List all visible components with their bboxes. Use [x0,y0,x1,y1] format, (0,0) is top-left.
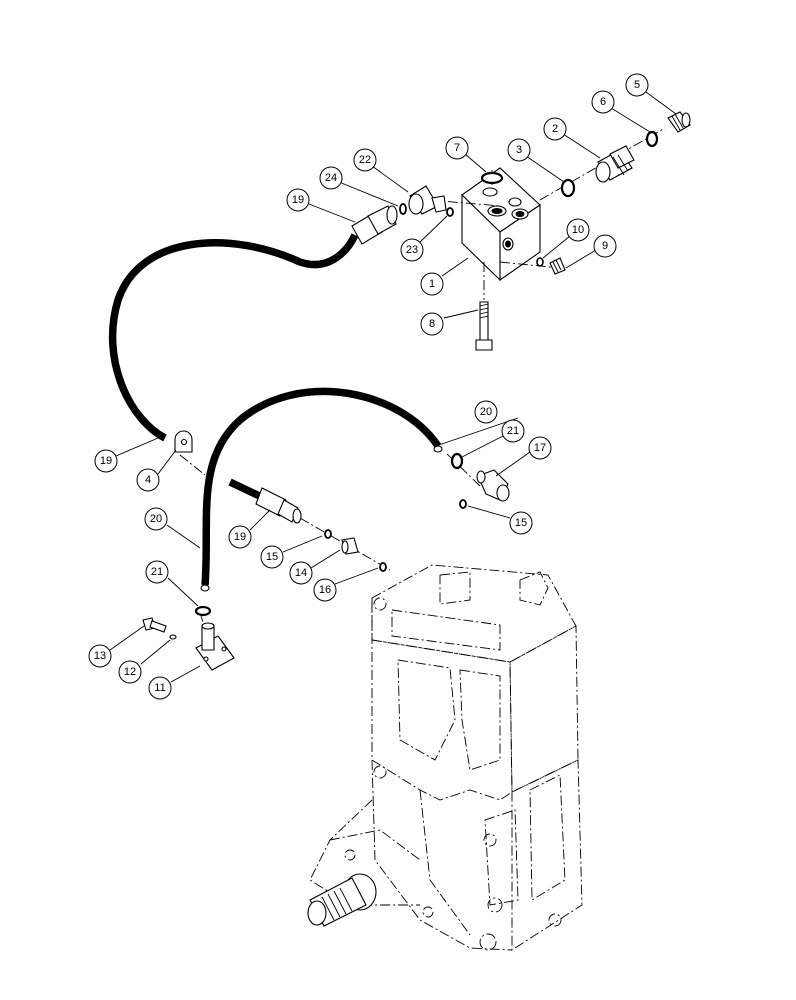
svg-text:19: 19 [292,194,304,206]
plug-part-9 [549,257,566,275]
o-ring-part-7 [480,171,504,185]
callout-8: 8 [420,312,444,336]
callout-21-left: 21 [145,560,169,584]
callout-6: 6 [591,90,615,114]
flange-part-11 [195,622,235,671]
svg-text:22: 22 [359,154,371,166]
callout-24: 24 [319,166,343,190]
svg-text:19: 19 [100,455,112,467]
callout-23: 23 [400,238,424,262]
svg-text:14: 14 [295,567,307,579]
svg-text:24: 24 [325,172,337,184]
svg-text:15: 15 [515,517,527,529]
washer-part-12 [169,634,177,640]
svg-text:6: 6 [600,96,606,108]
callout-15-right: 15 [509,511,533,535]
callout-4: 4 [136,468,160,492]
callout-9: 9 [593,234,617,258]
bolt-part-13 [142,617,167,633]
svg-text:4: 4 [145,474,151,486]
svg-text:23: 23 [406,244,418,256]
cap-part-5 [667,111,691,133]
callout-5: 5 [625,73,649,97]
o-ring-part-3 [560,178,576,198]
callout-10: 10 [566,218,590,242]
o-ring-part-16 [379,562,387,572]
callout-12: 12 [118,660,142,684]
callout-14: 14 [289,561,313,585]
svg-text:21: 21 [507,425,519,437]
bolt-part-8 [475,301,493,351]
svg-text:19: 19 [234,531,246,543]
o-ring-part-21-left [194,605,212,617]
callout-16: 16 [313,578,337,602]
callout-15-left: 15 [260,545,284,569]
svg-text:20: 20 [150,513,162,525]
svg-text:8: 8 [429,318,435,330]
callout-11: 11 [148,676,172,700]
svg-text:9: 9 [602,240,608,252]
o-ring-part-15-right [459,499,467,509]
callout-17: 17 [528,436,552,460]
svg-text:1: 1 [429,278,435,290]
leader-lines [109,91,677,683]
callout-19-left: 19 [94,449,118,473]
svg-text:3: 3 [516,144,522,156]
callout-13: 13 [88,644,112,668]
svg-text:20: 20 [480,406,492,418]
hose-upper [108,205,398,442]
clip-part-4 [174,430,193,453]
svg-text:12: 12 [124,666,136,678]
hose-lower [200,387,443,592]
svg-text:10: 10 [572,224,584,236]
callout-20-left: 20 [144,507,168,531]
o-ring-part-6 [645,130,659,148]
svg-text:13: 13 [94,650,106,662]
o-ring-part-24 [399,203,407,215]
callout-3: 3 [507,138,531,162]
svg-text:17: 17 [534,442,546,454]
callout-19-mid: 19 [228,525,252,549]
svg-text:5: 5 [634,79,640,91]
svg-text:21: 21 [151,566,163,578]
callout-22: 22 [353,148,377,172]
svg-text:2: 2 [552,123,558,135]
svg-text:16: 16 [319,584,331,596]
transmission-housing [307,564,583,951]
fitting-part-22 [408,185,447,215]
valve-block [461,167,541,282]
svg-text:15: 15 [266,551,278,563]
callout-20-right: 20 [474,400,498,424]
hose-fitting-part-19-lower [228,478,302,524]
callout-21-right: 21 [501,419,525,443]
callout-2: 2 [543,117,567,141]
adapter-part-14 [341,537,359,555]
o-ring-part-23 [446,207,454,217]
svg-text:11: 11 [154,682,165,694]
o-ring-part-21-right [450,452,464,470]
cartridge-part-2 [595,145,635,183]
callout-1: 1 [420,272,444,296]
svg-text:7: 7 [454,142,460,154]
o-ring-part-10 [536,257,544,267]
o-ring-part-15-left [324,529,332,539]
elbow-part-17 [476,469,510,502]
callout-7: 7 [445,136,469,160]
callout-19-top: 19 [286,188,310,212]
